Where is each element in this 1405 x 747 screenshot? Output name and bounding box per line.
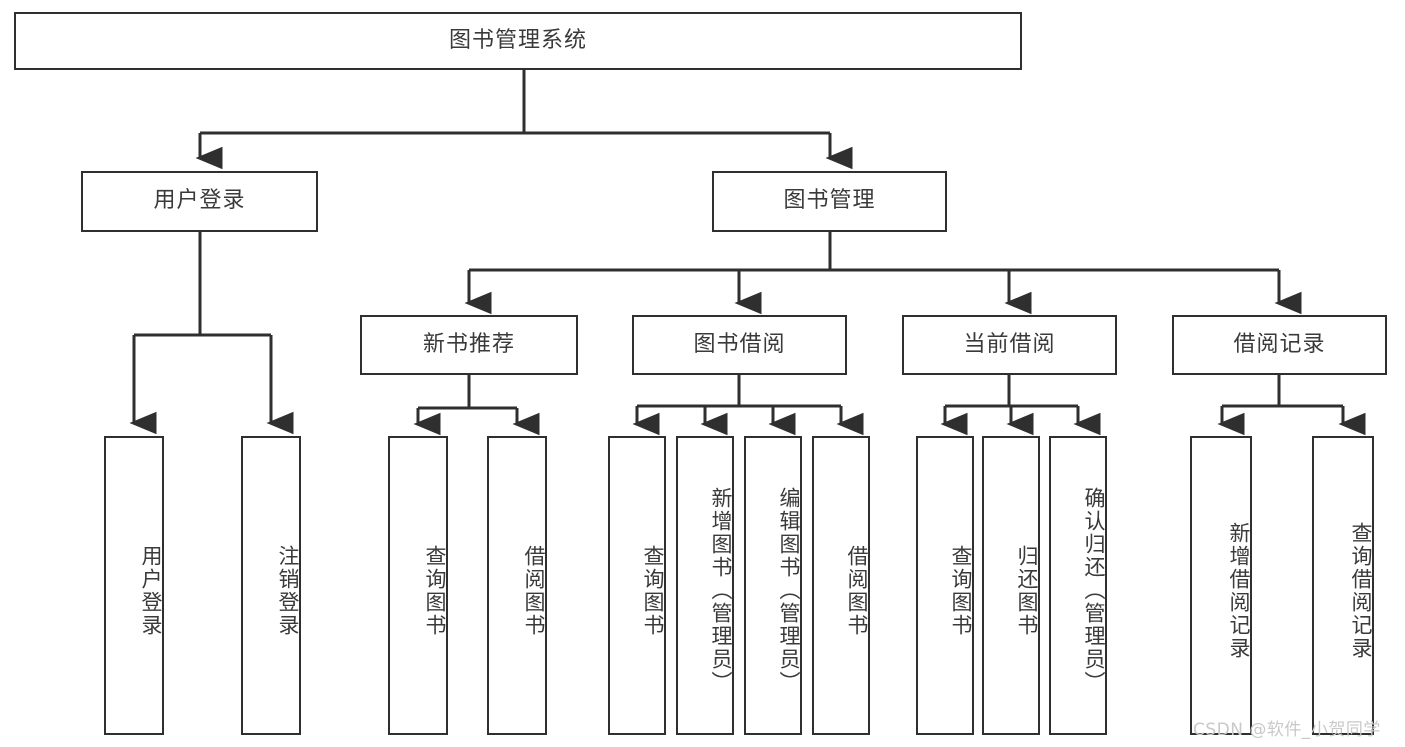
- node-label: 图书管理系统: [448, 27, 587, 53]
- node-label: 图书借阅: [693, 331, 786, 357]
- node-label: 查询借阅记录: [1349, 521, 1373, 660]
- leaf-recommend-borrow-book[interactable]: 借阅图书: [487, 436, 547, 735]
- node-new-book-recommend[interactable]: 新书推荐: [360, 315, 578, 375]
- node-label: 用户登录: [139, 544, 163, 637]
- node-label: 新增借阅记录: [1227, 521, 1251, 660]
- leaf-user-login-logout[interactable]: 注销登录: [241, 436, 301, 735]
- node-user-login[interactable]: 用户登录: [81, 171, 318, 232]
- leaf-user-login-login[interactable]: 用户登录: [104, 436, 164, 735]
- node-book-management[interactable]: 图书管理: [712, 171, 947, 232]
- leaf-current-query-book[interactable]: 查询图书: [916, 436, 974, 735]
- node-label: 新增图书（管理员）: [709, 487, 733, 694]
- leaf-recommend-query-book[interactable]: 查询图书: [388, 436, 448, 735]
- leaf-current-confirm-return-admin[interactable]: 确认归还（管理员）: [1049, 436, 1107, 735]
- leaf-borrow-add-book-admin[interactable]: 新增图书（管理员）: [676, 436, 734, 735]
- csdn-watermark: CSDN @软件_小贺同学: [1193, 720, 1381, 740]
- node-label: 借阅记录: [1233, 331, 1326, 357]
- node-label: 注销登录: [276, 544, 300, 637]
- node-book-borrow[interactable]: 图书借阅: [632, 315, 847, 375]
- node-label: 查询图书: [949, 544, 973, 637]
- node-label: 新书推荐: [422, 331, 515, 357]
- node-label: 图书管理: [783, 188, 876, 214]
- leaf-borrow-borrow-book[interactable]: 借阅图书: [812, 436, 870, 735]
- leaf-records-query-record[interactable]: 查询借阅记录: [1312, 436, 1374, 735]
- node-root-library-system[interactable]: 图书管理系统: [14, 12, 1022, 70]
- leaf-records-add-record[interactable]: 新增借阅记录: [1190, 436, 1252, 735]
- node-label: 确认归还（管理员）: [1082, 487, 1106, 694]
- node-label: 借阅图书: [845, 544, 869, 637]
- node-label: 借阅图书: [522, 544, 546, 637]
- leaf-current-return-book[interactable]: 归还图书: [982, 436, 1040, 735]
- node-current-borrow[interactable]: 当前借阅: [902, 315, 1117, 375]
- node-label: 编辑图书（管理员）: [777, 487, 801, 694]
- node-label: 当前借阅: [963, 331, 1056, 357]
- node-label: 查询图书: [423, 544, 447, 637]
- node-borrow-records[interactable]: 借阅记录: [1172, 315, 1387, 375]
- node-label: 查询图书: [641, 544, 665, 637]
- leaf-borrow-query-book[interactable]: 查询图书: [608, 436, 666, 735]
- node-label: 用户登录: [153, 188, 246, 214]
- leaf-borrow-edit-book-admin[interactable]: 编辑图书（管理员）: [744, 436, 802, 735]
- node-label: 归还图书: [1015, 544, 1039, 637]
